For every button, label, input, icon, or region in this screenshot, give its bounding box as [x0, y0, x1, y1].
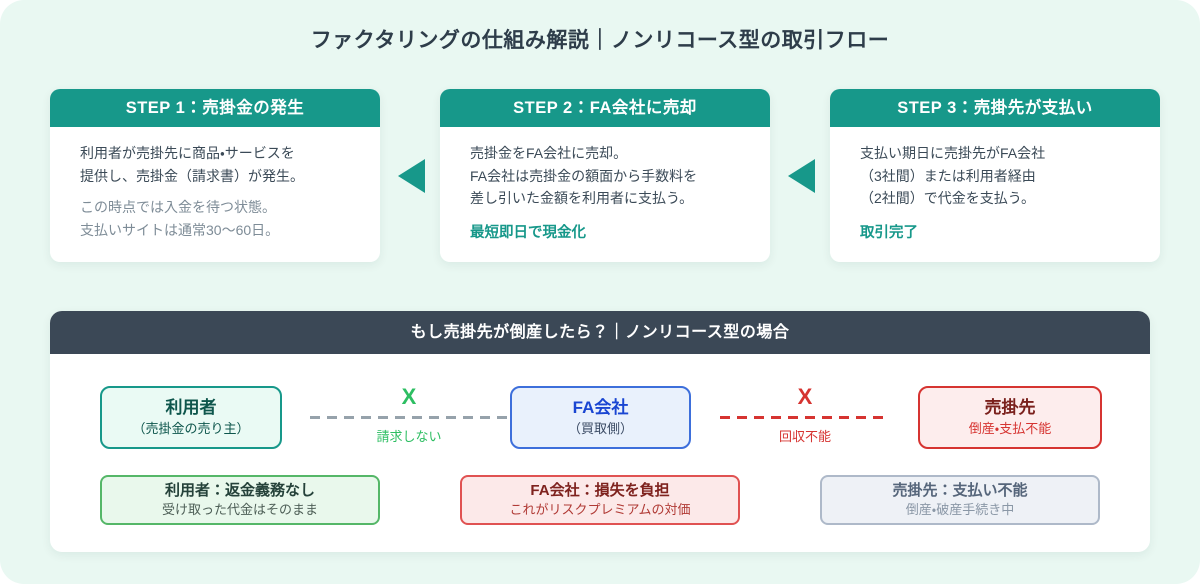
entity-user-subtitle: （売掛金の売り主）: [132, 421, 250, 437]
entity-debtor-title: 売掛先: [984, 398, 1036, 417]
result-box-fa-company: FA会社：損失を負担 これがリスクプレミアムの対価: [460, 475, 740, 525]
entity-fa-title: FA会社: [572, 398, 629, 417]
result-fa-subtitle: これがリスクプレミアムの対価: [509, 502, 691, 518]
left-arrow-icon: [788, 159, 815, 193]
result-user-title: 利用者：返金義務なし: [164, 481, 315, 499]
step-3-header: STEP 3：売掛先が支払い: [830, 89, 1160, 127]
step-1-text: 利用者が売掛先に商品・サービスを 提供し、売掛金（請求書）が発生。: [80, 145, 304, 184]
entity-box-debtor: 売掛先 倒産・支払不能: [918, 386, 1102, 449]
result-debtor-subtitle: 倒産・破産手続き中: [905, 502, 1015, 518]
step-1-body: 利用者が売掛先に商品・サービスを 提供し、売掛金（請求書）が発生。 この時点では…: [50, 127, 380, 242]
page-title: ファクタリングの仕組み解説｜ノンリコース型の取引フロー: [310, 29, 890, 52]
step-card-1: STEP 1：売掛金の発生 利用者が売掛先に商品・サービスを 提供し、売掛金（請…: [50, 89, 380, 262]
step-2-text: 売掛金をFA会社に売却。 FA会社は売掛金の額面から手数料を 差し引いた金額を利…: [470, 145, 698, 207]
result-box-debtor: 売掛先：支払い不能 倒産・破産手続き中: [820, 475, 1100, 525]
dashed-connector-no-claim: [310, 416, 508, 419]
connector-label-no-claim: 請求しない: [376, 429, 442, 444]
dashed-connector-uncollectible: [720, 416, 890, 419]
entity-box-user: 利用者 （売掛金の売り主）: [100, 386, 282, 449]
entity-box-fa-company: FA会社 （買取側）: [510, 386, 691, 449]
step-3-body: 支払い期日に売掛先がFA会社 （3社間）または利用者経由 （2社間）で代金を支払…: [830, 127, 1160, 242]
result-debtor-title: 売掛先：支払い不能: [892, 481, 1028, 499]
result-user-subtitle: 受け取った代金はそのまま: [161, 502, 318, 518]
step-2-header: STEP 2：FA会社に売却: [440, 89, 770, 127]
step-2-accent: 最短即日で現金化: [470, 225, 586, 242]
x-mark-icon: X: [401, 384, 417, 409]
step-1-header: STEP 1：売掛金の発生: [50, 89, 380, 127]
entity-debtor-subtitle: 倒産・支払不能: [968, 421, 1052, 437]
entity-user-title: 利用者: [165, 398, 217, 417]
result-fa-title: FA会社：損失を負担: [530, 481, 670, 499]
result-box-user: 利用者：返金義務なし 受け取った代金はそのまま: [100, 475, 380, 525]
left-arrow-icon: [398, 159, 425, 193]
step-3-accent: 取引完了: [860, 225, 918, 242]
step-3-text: 支払い期日に売掛先がFA会社 （3社間）または利用者経由 （2社間）で代金を支払…: [860, 145, 1046, 207]
entity-fa-subtitle: （買取側）: [567, 421, 633, 437]
step-card-3: STEP 3：売掛先が支払い 支払い期日に売掛先がFA会社 （3社間）または利用…: [830, 89, 1160, 262]
step-1-note: この時点では入金を待つ状態。 支払いサイトは通常30〜60日。: [80, 199, 280, 239]
connector-label-uncollectible: 回収不能: [778, 429, 831, 444]
panel-header: もし売掛先が倒産したら？｜ノンリコース型の場合: [50, 311, 1150, 354]
step-card-2: STEP 2：FA会社に売却 売掛金をFA会社に売却。 FA会社は売掛金の額面か…: [440, 89, 770, 262]
step-2-body: 売掛金をFA会社に売却。 FA会社は売掛金の額面から手数料を 差し引いた金額を利…: [440, 127, 770, 242]
x-mark-icon: X: [797, 384, 813, 409]
